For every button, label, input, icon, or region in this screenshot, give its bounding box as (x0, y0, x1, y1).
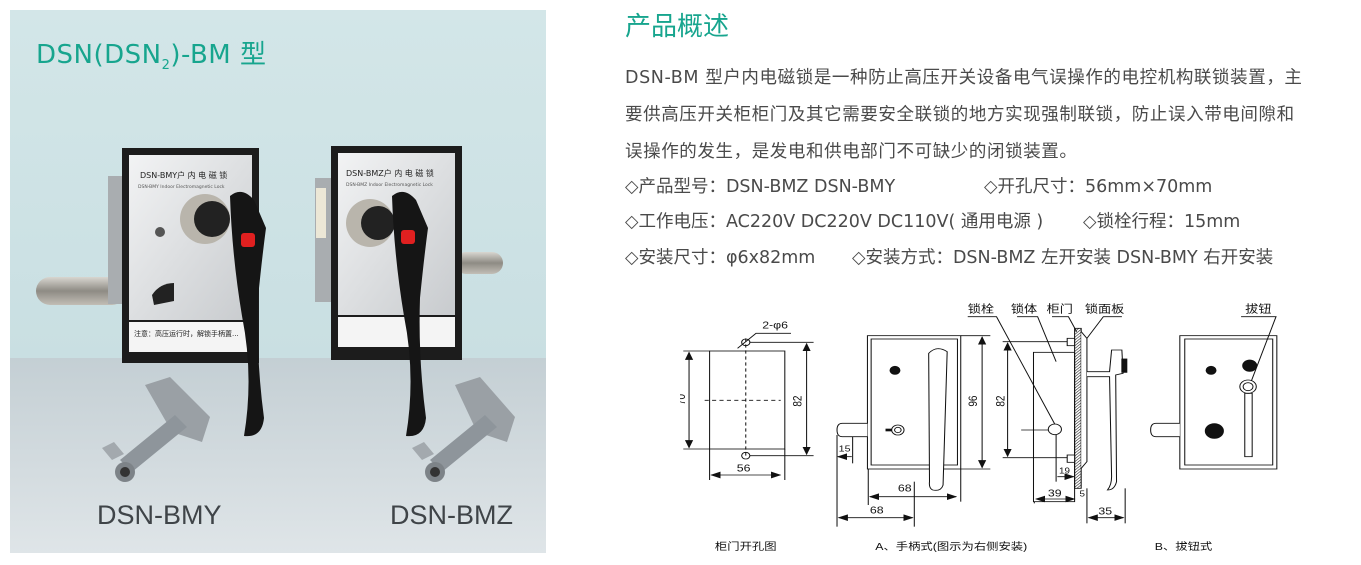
svg-text:39: 39 (1048, 489, 1062, 500)
spec-bolt-travel: ◇锁栓行程：15mm (1083, 212, 1241, 232)
svg-text:5: 5 (1080, 490, 1085, 499)
svg-text:68: 68 (870, 505, 884, 516)
svg-text:15: 15 (839, 445, 851, 455)
svg-text:DSN-BMZ Indoor Electromagnetic: DSN-BMZ Indoor Electromagnetic Lock (346, 182, 433, 188)
svg-text:2-φ6: 2-φ6 (762, 320, 788, 331)
label-dsn-bmy: DSN-BMY (97, 500, 222, 530)
svg-text:柜门开孔图: 柜门开孔图 (715, 540, 777, 552)
svg-text:DSN-BMZ户 内 电 磁 锁: DSN-BMZ户 内 电 磁 锁 (346, 168, 434, 178)
svg-text:19: 19 (1059, 466, 1070, 475)
svg-text:96: 96 (967, 396, 980, 407)
svg-text:35: 35 (1098, 506, 1112, 517)
overview-paragraph-line: 要供高压开关柜柜门及其它需要安全联锁的地方实现强制联锁，防止误入带电间隙和 (625, 105, 1295, 125)
spec-voltage: ◇工作电压：AC220V DC220V DC110V( 通用电源 ) (625, 212, 1044, 232)
spec-model: ◇产品型号：DSN-BMZ DSN-BMY (625, 177, 896, 197)
overview-paragraph-line: DSN-BM 型户内电磁锁是一种防止高压开关设备电气误操作的电控机构联锁装置，主 (625, 68, 1303, 88)
product-series-title: DSN(DSN2)-BM 型 (36, 40, 267, 74)
svg-text:56: 56 (737, 464, 751, 475)
spec-mount-size: ◇安装尺寸：φ6x82mm (625, 248, 816, 268)
product-photo-illustration: DSN-BMY户 内 电 磁 锁 DSN-BMY Indoor Electrom… (10, 10, 546, 553)
label-dsn-bmz: DSN-BMZ (390, 500, 513, 530)
svg-text:锁体: 锁体 (1011, 302, 1037, 315)
svg-text:A、手柄式(图示为右侧安装): A、手柄式(图示为右侧安装) (875, 540, 1027, 552)
dimension-drawing: 2-φ6 70 82 56 柜门开孔图 96 15 68 68 A、手柄式(图示… (680, 302, 1278, 553)
svg-text:柜门: 柜门 (1047, 302, 1073, 315)
spec-cutout-size: ◇开孔尺寸：56mm×70mm (984, 177, 1213, 197)
key-bmy (102, 377, 210, 482)
svg-text:82: 82 (791, 396, 804, 407)
svg-text:拔钮: 拔钮 (1245, 302, 1271, 315)
svg-text:DSN-BMY Indoor Electromagnetic: DSN-BMY Indoor Electromagnetic Lock (138, 184, 225, 190)
svg-text:70: 70 (680, 394, 688, 405)
svg-text:锁面板: 锁面板 (1085, 302, 1124, 315)
svg-text:B、拔钮式: B、拔钮式 (1155, 540, 1213, 552)
svg-text:锁栓: 锁栓 (968, 302, 994, 315)
spec-mount-method: ◇安装方式：DSN-BMZ 左开安装 DSN-BMY 右开安装 (852, 248, 1274, 268)
lock-bmy: DSN-BMY户 内 电 磁 锁 DSN-BMY Indoor Electrom… (36, 148, 266, 437)
svg-text:68: 68 (898, 484, 912, 495)
knob-type-drawing: 拔钮 B、拔钮式 (1150, 302, 1278, 553)
side-view-drawing: 锁栓 锁体 柜门 锁面板 82 19 39 5 35 (967, 302, 1128, 524)
handle-type-drawing: 96 15 68 68 A、手柄式(图示为右侧安装) (836, 335, 1028, 553)
svg-text:DSN-BMY户 内 电 磁 锁: DSN-BMY户 内 电 磁 锁 (140, 170, 227, 180)
key-bmz (412, 377, 515, 482)
svg-text:82: 82 (995, 396, 1008, 407)
svg-text:注意：高压运行时，解锁手柄置...: 注意：高压运行时，解锁手柄置... (134, 329, 239, 338)
cutout-drawing: 2-φ6 70 82 56 柜门开孔图 (680, 320, 814, 553)
lock-bmz: DSN-BMZ户 内 电 磁 锁 DSN-BMZ Indoor Electrom… (315, 146, 503, 437)
overview-heading: 产品概述 (625, 12, 730, 42)
overview-paragraph-line: 误操作的发生，是发电和供电部门不可缺少的闭锁装置。 (625, 142, 1078, 162)
